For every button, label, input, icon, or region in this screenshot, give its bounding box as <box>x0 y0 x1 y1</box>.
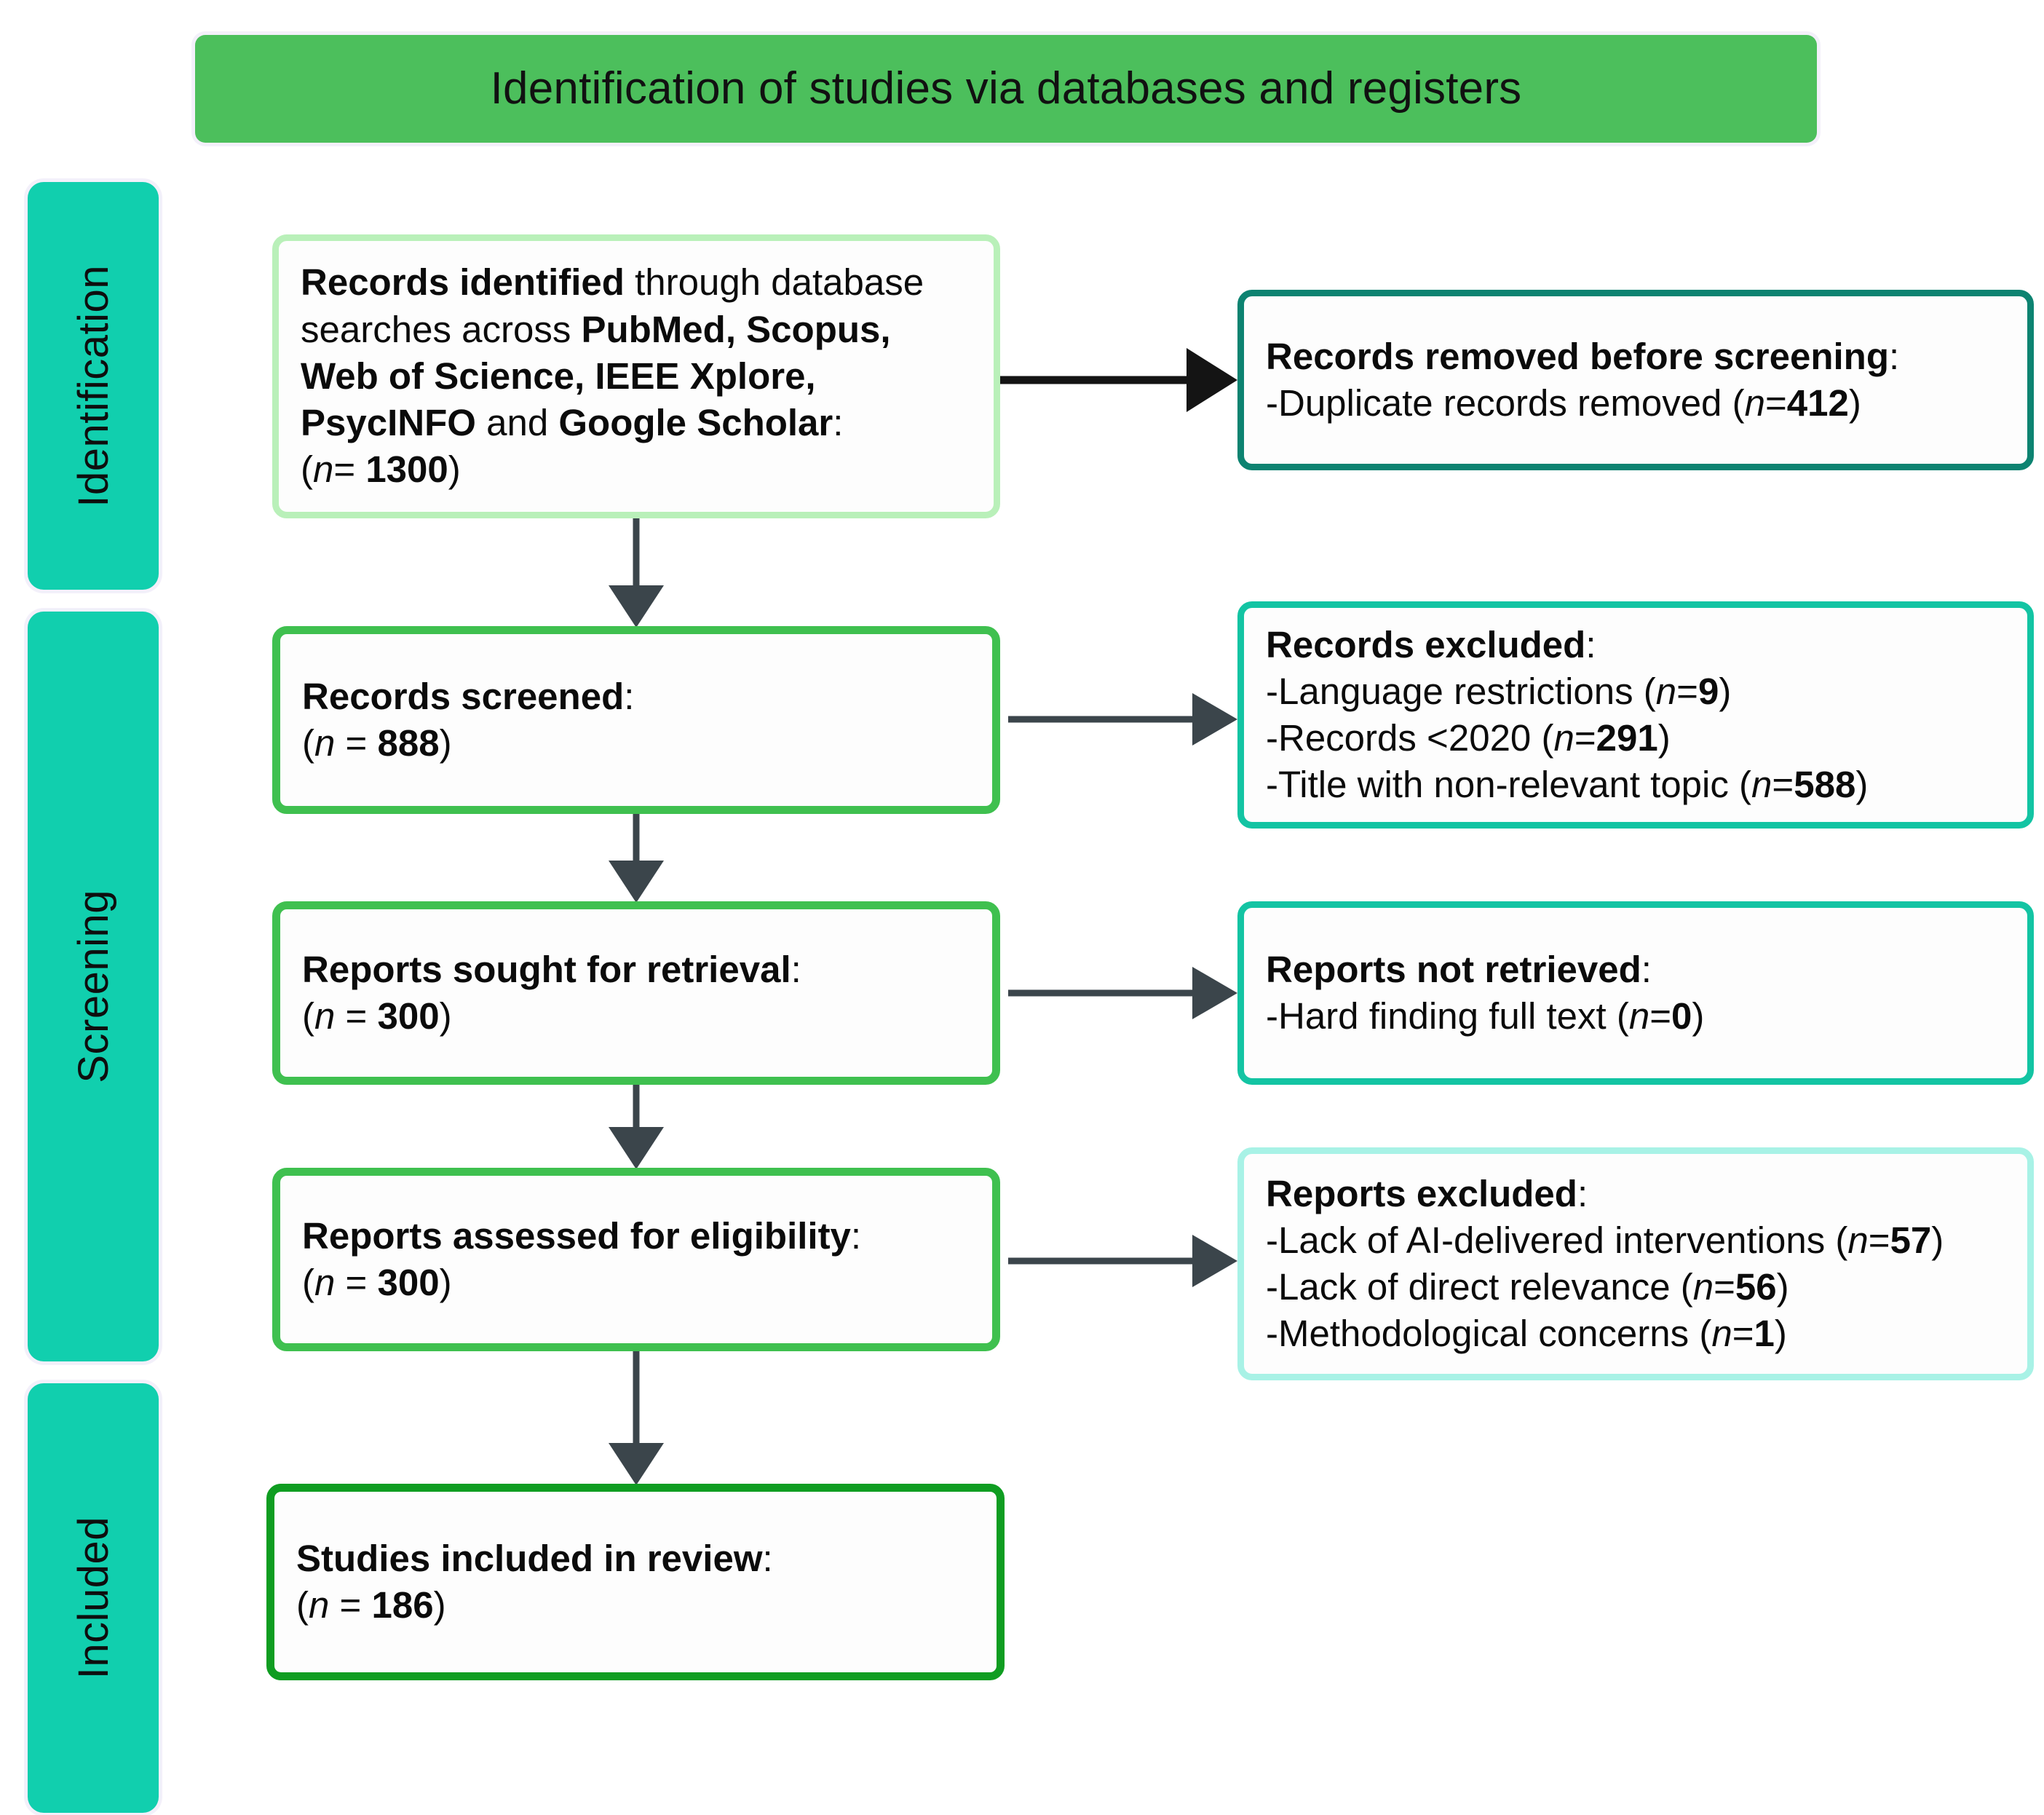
arrow-sought-to-not-retrieved <box>1008 967 1237 1019</box>
box-records-removed-before-screening: Records removed before screening:-Duplic… <box>1237 290 2034 470</box>
arrow-assessed-to-reports-excluded <box>1008 1235 1237 1287</box>
box-reports-not-retrieved: Reports not retrieved:-Hard finding full… <box>1237 901 2034 1085</box>
box-reports-excluded: Reports excluded:-Lack of AI-delivered i… <box>1237 1147 2034 1380</box>
arrow-screened-to-records-excluded <box>1008 693 1237 746</box>
box-records-screened-text: Records screened:(n = 888) <box>302 675 635 764</box>
stage-label-screening: Screening <box>28 612 159 1361</box>
box-studies-included-text: Studies included in review:(n = 186) <box>296 1537 773 1626</box>
box-reports-assessed-text: Reports assessed for eligibility:(n = 30… <box>302 1214 862 1303</box>
box-records-screened: Records screened:(n = 888) <box>272 626 1000 814</box>
arrow-identified-to-removed <box>979 348 1237 412</box>
page-title: Identification of studies via databases … <box>490 63 1522 114</box>
box-studies-included-in-review: Studies included in review:(n = 186) <box>266 1484 1005 1680</box>
stage-label-identification-text: Identification <box>69 264 117 507</box>
arrow-sought-to-assessed <box>609 1085 664 1169</box>
box-records-excluded: Records excluded:-Language restrictions … <box>1237 601 2034 829</box>
box-reports-excluded-text: Reports excluded:-Lack of AI-delivered i… <box>1266 1172 1944 1355</box>
diagram-header-banner: Identification of studies via databases … <box>195 35 1817 143</box>
stage-label-identification: Identification <box>28 182 159 590</box>
box-reports-assessed-for-eligibility: Reports assessed for eligibility:(n = 30… <box>272 1168 1000 1351</box>
arrow-identified-to-screened <box>609 518 664 628</box>
box-records-excluded-text: Records excluded:-Language restrictions … <box>1266 623 1869 806</box>
box-reports-sought-text: Reports sought for retrieval:(n = 300) <box>302 948 801 1037</box>
arrow-screened-to-sought <box>609 814 664 903</box>
stage-label-screening-text: Screening <box>69 890 117 1083</box>
stage-label-included: Included <box>28 1383 159 1813</box>
arrow-assessed-to-included <box>609 1351 664 1485</box>
box-reports-sought-for-retrieval: Reports sought for retrieval:(n = 300) <box>272 901 1000 1085</box>
box-reports-not-retrieved-text: Reports not retrieved:-Hard finding full… <box>1266 948 1705 1037</box>
stage-label-included-text: Included <box>69 1517 117 1680</box>
box-records-removed-text: Records removed before screening:-Duplic… <box>1266 335 1900 424</box>
